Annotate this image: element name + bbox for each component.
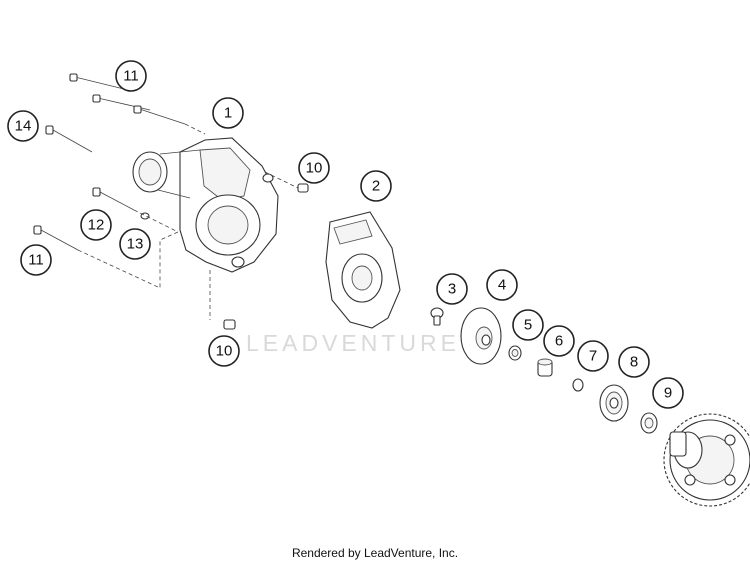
pump-housing bbox=[132, 137, 279, 273]
assembly-line-sleeve-10-upper bbox=[264, 171, 299, 189]
gasket bbox=[325, 211, 401, 329]
svg-text:8: 8 bbox=[630, 354, 638, 371]
sleeve-10-lower bbox=[223, 319, 236, 330]
bearing-8 bbox=[599, 384, 629, 422]
assembly-line-bolt-11-lower bbox=[77, 231, 179, 289]
bolt-14 bbox=[45, 125, 93, 153]
callout-11-lower: 11 bbox=[20, 244, 52, 276]
callout-9: 9 bbox=[652, 377, 684, 409]
callout-1: 1 bbox=[212, 97, 244, 129]
svg-text:11: 11 bbox=[28, 252, 44, 269]
sleeve-10-upper bbox=[297, 183, 309, 193]
callout-5: 5 bbox=[512, 309, 544, 341]
screw-3 bbox=[430, 307, 444, 326]
svg-text:10: 10 bbox=[216, 343, 233, 360]
bushing-6 bbox=[537, 358, 553, 377]
washer-5 bbox=[508, 345, 522, 361]
callout-7: 7 bbox=[577, 340, 609, 372]
svg-text:9: 9 bbox=[664, 385, 672, 402]
callout-13: 13 bbox=[119, 228, 151, 260]
callout-6: 6 bbox=[543, 325, 575, 357]
svg-text:1: 1 bbox=[224, 105, 232, 122]
bolt-12 bbox=[92, 187, 135, 211]
svg-text:3: 3 bbox=[448, 281, 456, 298]
callout-12: 12 bbox=[80, 209, 112, 241]
ring-7 bbox=[572, 378, 584, 392]
impeller-4 bbox=[460, 307, 502, 365]
seal-9 bbox=[640, 412, 658, 434]
assembly-line-bolt-11-top bbox=[184, 123, 206, 135]
drive-gear bbox=[663, 413, 750, 507]
svg-text:10: 10 bbox=[306, 160, 323, 177]
bolt-11-lower bbox=[33, 225, 79, 251]
svg-text:7: 7 bbox=[589, 348, 597, 365]
svg-text:12: 12 bbox=[88, 217, 105, 234]
svg-text:14: 14 bbox=[15, 118, 32, 135]
bolt-11-top-b bbox=[92, 94, 151, 111]
svg-text:4: 4 bbox=[498, 277, 506, 294]
callout-11-top: 11 bbox=[115, 60, 147, 92]
svg-text:5: 5 bbox=[524, 317, 532, 334]
callout-10-upper: 10 bbox=[298, 152, 330, 184]
callout-4: 4 bbox=[486, 269, 518, 301]
svg-text:6: 6 bbox=[555, 333, 563, 350]
callout-8: 8 bbox=[618, 346, 650, 378]
callout-14: 14 bbox=[7, 110, 39, 142]
callout-3: 3 bbox=[436, 273, 468, 305]
bolt-11-top-a bbox=[69, 73, 129, 91]
svg-text:2: 2 bbox=[372, 178, 380, 195]
assembly-line-bolt-12 bbox=[133, 209, 179, 233]
svg-text:11: 11 bbox=[123, 68, 139, 85]
callout-2: 2 bbox=[360, 170, 392, 202]
callout-10-lower: 10 bbox=[208, 335, 240, 367]
watermark-text: LEADVENTURE bbox=[246, 330, 460, 356]
bolt-11-top-c bbox=[133, 105, 186, 125]
svg-text:13: 13 bbox=[127, 236, 144, 253]
footer-credit: Rendered by LeadVenture, Inc. bbox=[291, 546, 459, 560]
